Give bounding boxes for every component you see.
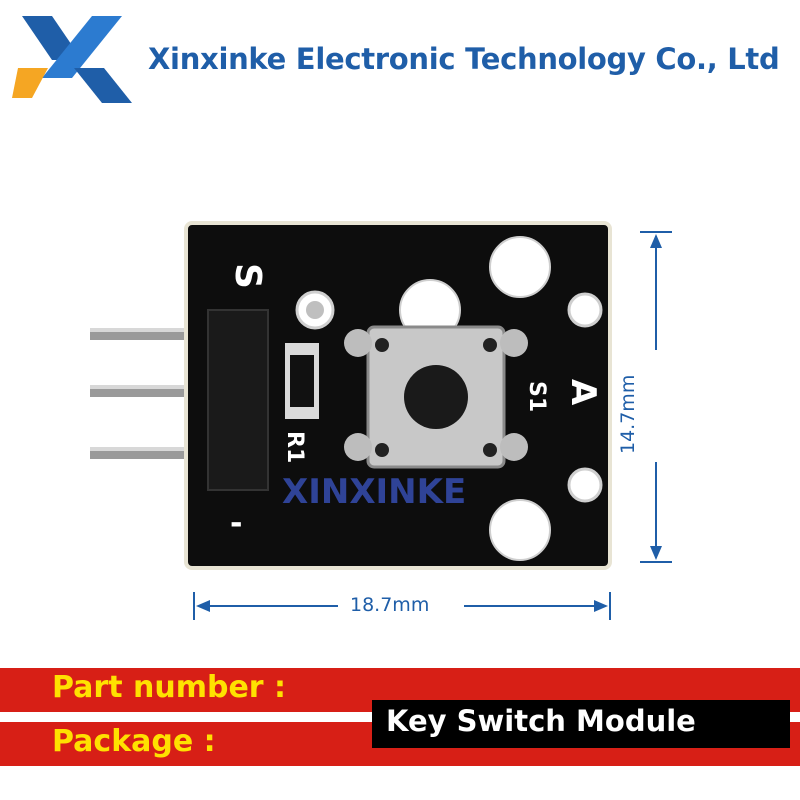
silk-minus-label: -	[230, 506, 242, 541]
part-number-label: Part number :	[52, 670, 287, 705]
watermark: XINXINKE	[282, 472, 466, 512]
part-value-text: Key Switch Module	[386, 704, 696, 738]
silk-r1-label: R1	[282, 431, 307, 463]
x-logo-icon	[12, 16, 132, 103]
width-dimension-label: 18.7mm	[344, 594, 436, 616]
silk-a-label: A	[563, 379, 603, 406]
silk-s-label: S	[227, 263, 268, 289]
company-name: Xinxinke Electronic Technology Co., Ltd	[148, 42, 780, 76]
silk-s1-label: S1	[524, 381, 549, 412]
package-label: Package :	[52, 724, 216, 759]
height-dimension-label: 14.7mm	[617, 368, 639, 460]
part-value-box: Key Switch Module	[372, 700, 790, 748]
key-switch-module-photo: S A S1 R1 - XINXINKE	[90, 221, 612, 570]
